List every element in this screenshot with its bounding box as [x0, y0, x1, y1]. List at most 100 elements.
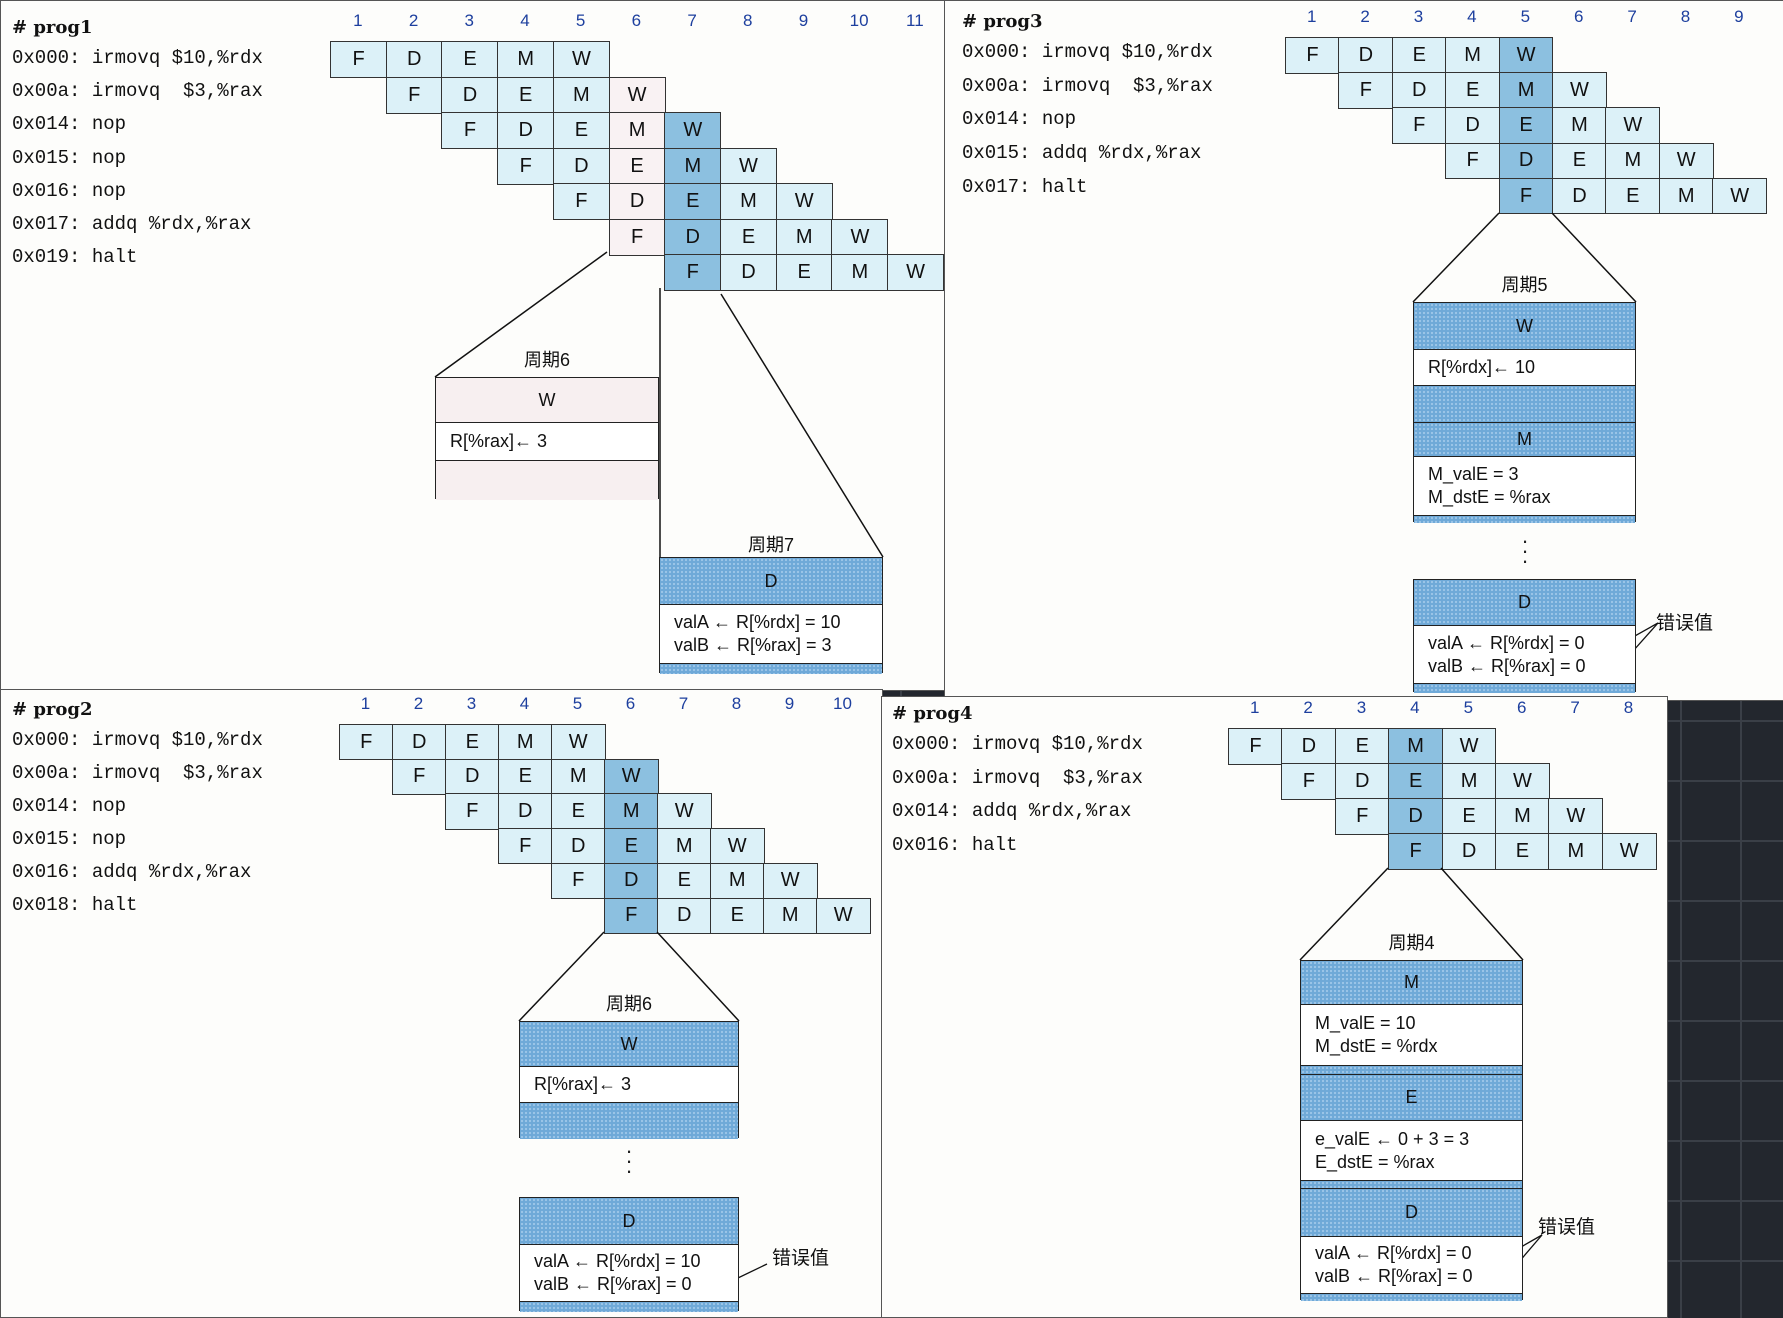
- cycle-number: 7: [1627, 7, 1637, 26]
- pipeline-cell-m: M: [604, 793, 659, 830]
- pipeline-cell-m: M: [1495, 798, 1550, 835]
- code-line: 0x018: halt: [12, 894, 138, 916]
- pipeline-cell-w: W: [719, 147, 778, 185]
- pipeline-cell-d: D: [1388, 798, 1444, 835]
- cycle-title: 周期4: [1388, 933, 1435, 953]
- pipeline-cell-m: M: [498, 724, 553, 761]
- code-line: 0x00a: irmovq $3,%rax: [962, 74, 1213, 97]
- pipeline-cell-w: W: [710, 828, 765, 865]
- code-line: 0x017: halt: [962, 175, 1088, 198]
- connector-line: [1440, 867, 1524, 961]
- code-line: 0x014: nop: [12, 113, 127, 136]
- stage-band: [1301, 1294, 1522, 1301]
- pipeline-cell-d: D: [1552, 177, 1607, 215]
- value-line: valB ← R[%rax] = 0: [1315, 1266, 1473, 1286]
- pipeline-cell-f: F: [1281, 763, 1337, 800]
- pipeline-cell-m: M: [710, 862, 765, 899]
- cycle-number: 2: [1303, 698, 1313, 717]
- stage-band: D: [520, 1198, 738, 1245]
- value-line: valA ← R[%rdx] = 0: [1315, 1243, 1472, 1263]
- cycle-title: 周期6: [605, 994, 653, 1014]
- pipeline-cell-f: F: [392, 758, 447, 795]
- pipeline-cell-w: W: [551, 724, 606, 761]
- value-line: valA ← R[%rdx] = 10: [534, 1251, 701, 1271]
- code-line: 0x015: nop: [12, 146, 127, 169]
- pipeline-cell-d: D: [657, 897, 712, 934]
- pipeline-cell-e: E: [608, 147, 666, 185]
- pipeline-cell-e: E: [552, 112, 610, 149]
- value-line: valA ← R[%rdx] = 0: [1428, 632, 1585, 653]
- cycle-number: 5: [1463, 698, 1474, 717]
- pipeline-cell-m: M: [551, 758, 606, 795]
- stage-label: M: [1517, 429, 1532, 449]
- cycle-number: 6: [625, 694, 636, 713]
- cycle-number: 6: [1516, 698, 1527, 717]
- pipeline-cell-m: M: [1445, 37, 1501, 74]
- pipeline-cell-w: W: [831, 218, 889, 256]
- pipeline-cell-f: F: [1228, 728, 1283, 765]
- pipeline-cell-f: F: [385, 76, 443, 114]
- pipeline-cell-e: E: [441, 41, 499, 78]
- stage-band: W: [436, 378, 658, 423]
- stage-label: W: [1516, 315, 1533, 336]
- pipeline-cell-w: W: [1498, 37, 1554, 74]
- pipeline-cell-f: F: [498, 828, 553, 865]
- pipeline-cell-w: W: [604, 758, 659, 795]
- pipeline-cell-m: M: [1605, 142, 1661, 180]
- pipeline-cell-e: E: [775, 254, 833, 291]
- pipeline-cell-f: F: [441, 112, 499, 149]
- code-line: 0x000: irmovq $10,%rdx: [892, 733, 1143, 755]
- cycle-number: 1: [360, 694, 371, 713]
- pipeline-cell-m: M: [657, 828, 712, 865]
- pipeline-cell-m: M: [719, 183, 778, 220]
- code-line: 0x00a: irmovq $3,%rax: [892, 766, 1143, 789]
- pipeline-cell-e: E: [1498, 107, 1554, 145]
- code-line: 0x014: nop: [12, 795, 127, 817]
- pipeline-cell-w: W: [1495, 763, 1550, 800]
- cycle-number: 6: [631, 11, 642, 30]
- pipeline-cell-e: E: [551, 793, 606, 830]
- cycle-number: 4: [520, 11, 530, 30]
- pipeline-cell-w: W: [1441, 728, 1497, 765]
- register-values: valA ← R[%rdx] = 0 valB ← R[%rax] = 0: [1301, 1237, 1522, 1294]
- pipeline-cell-e: E: [657, 862, 712, 899]
- stage-label: M: [1404, 972, 1419, 992]
- pipeline-cell-f: F: [1388, 833, 1444, 870]
- cycle-number: 7: [678, 694, 689, 713]
- code-line: 0x014: addq %rdx,%rax: [892, 800, 1132, 822]
- connector-line: [720, 293, 884, 558]
- value-line: E_dstE = %rax: [1315, 1151, 1435, 1172]
- cycle-number: 1: [353, 11, 363, 30]
- ellipsis-dots: ···: [1521, 528, 1529, 573]
- cycle-number: 3: [466, 694, 477, 713]
- value-line: valB ← R[%rax] = 0: [534, 1274, 692, 1294]
- connector-line: [518, 931, 605, 1022]
- pipeline-cell-m: M: [1388, 728, 1444, 765]
- code-line: 0x00a: irmovq $3,%rax: [12, 762, 263, 784]
- code-line: 0x019: halt: [12, 246, 138, 269]
- cycle-title: 周期7: [747, 535, 795, 555]
- pipeline-cell-w: W: [763, 862, 818, 899]
- pipeline-cell-m: M: [775, 218, 833, 256]
- pipeline-cell-w: W: [657, 793, 712, 830]
- cycle-title: 周期6: [523, 350, 571, 370]
- stage-band: [660, 664, 882, 674]
- register-values: R[%rax]← 3: [520, 1067, 738, 1103]
- code-line: 0x015: addq %rdx,%rax: [962, 142, 1202, 165]
- pipeline-cell-m: M: [1548, 833, 1604, 870]
- cycle-number: 10: [833, 694, 852, 713]
- pipeline-cell-e: E: [664, 183, 722, 220]
- pipeline-cell-e: E: [710, 897, 765, 934]
- pipeline-cell-f: F: [551, 862, 606, 899]
- cycle-number: 4: [1467, 7, 1477, 26]
- pipeline-cell-e: E: [1495, 833, 1550, 870]
- code-line: 0x016: nop: [12, 179, 127, 202]
- connector-line: [1412, 212, 1500, 303]
- pipeline-cell-f: F: [604, 897, 659, 934]
- cycle-number: 1: [1249, 698, 1260, 717]
